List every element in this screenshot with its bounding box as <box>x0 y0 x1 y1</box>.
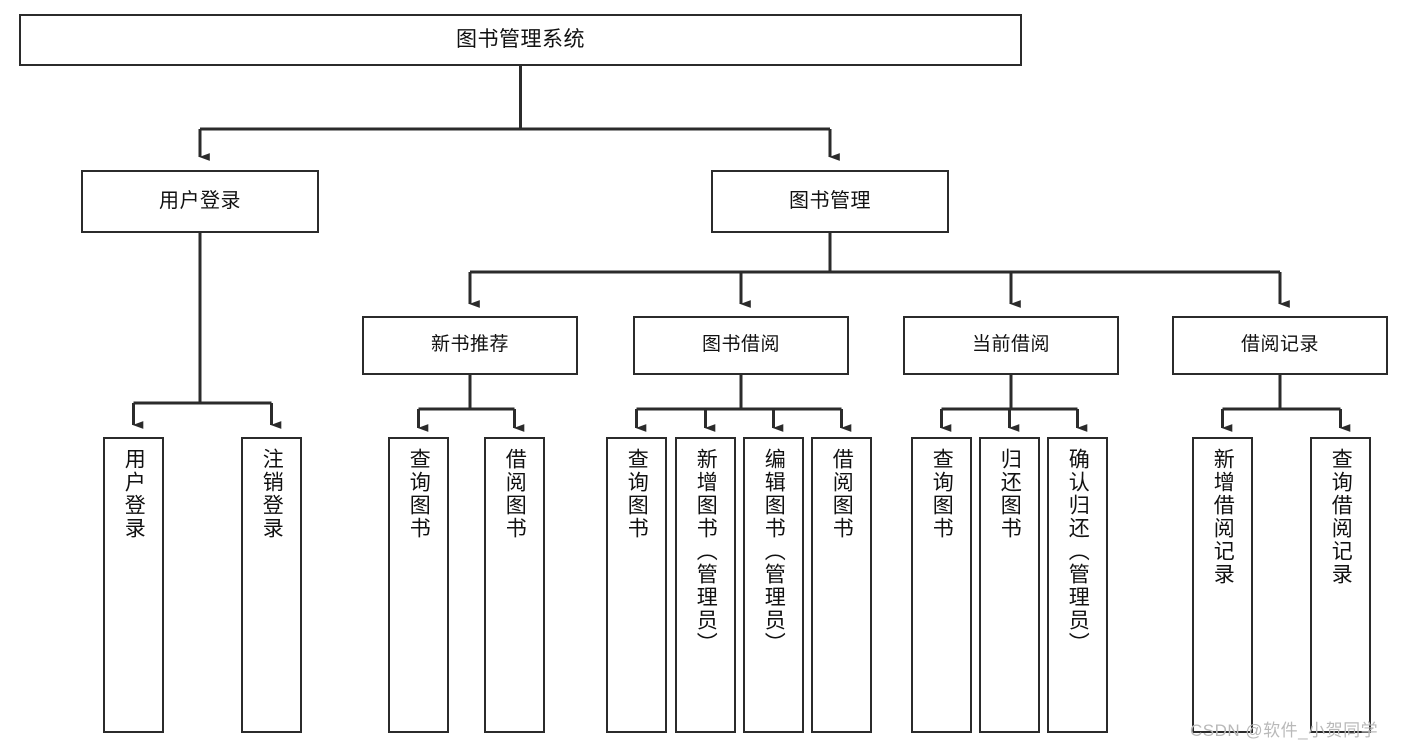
node-leaf-label: 查询图书 <box>930 448 954 540</box>
node-leaf-label: 借阅图书 <box>503 448 527 540</box>
node-leaf-nb-query-book[interactable]: 查询图书 <box>388 437 449 733</box>
node-leaf-bb-query-book[interactable]: 查询图书 <box>606 437 667 733</box>
node-book-borrow[interactable]: 图书借阅 <box>633 316 849 375</box>
node-user-login-label: 用户登录 <box>159 189 241 212</box>
node-sub-label: 新书推荐 <box>430 334 509 356</box>
node-leaf-cb-query-book[interactable]: 查询图书 <box>911 437 972 733</box>
node-leaf-label: 查询图书 <box>625 448 649 540</box>
node-leaf-cb-confirm-return[interactable]: 确认归还（管理员） <box>1047 437 1108 733</box>
node-leaf-label: 确认归还（管理员） <box>1066 448 1090 655</box>
node-sub-label: 图书借阅 <box>701 334 780 356</box>
node-leaf-nb-borrow-book[interactable]: 借阅图书 <box>484 437 545 733</box>
node-leaf-label: 查询图书 <box>407 448 431 540</box>
csdn-watermark: CSDN @软件_小贺同学 <box>1190 721 1379 740</box>
node-leaf-label: 归还图书 <box>998 448 1022 540</box>
node-leaf-br-query-record[interactable]: 查询借阅记录 <box>1310 437 1371 733</box>
node-root-label: 图书管理系统 <box>456 27 585 51</box>
node-sub-label: 当前借阅 <box>971 334 1050 356</box>
node-sub-label: 借阅记录 <box>1240 334 1319 356</box>
node-leaf-label: 编辑图书（管理员） <box>762 448 786 655</box>
node-leaf-bb-edit-book[interactable]: 编辑图书（管理员） <box>743 437 804 733</box>
node-borrow-records[interactable]: 借阅记录 <box>1172 316 1388 375</box>
node-leaf-label: 用户登录 <box>122 448 146 540</box>
node-book-management-label: 图书管理 <box>789 189 871 212</box>
node-book-management[interactable]: 图书管理 <box>711 170 949 233</box>
node-root-system[interactable]: 图书管理系统 <box>19 14 1022 66</box>
node-leaf-cb-return-book[interactable]: 归还图书 <box>979 437 1040 733</box>
node-leaf-user-login-do[interactable]: 用户登录 <box>103 437 164 733</box>
node-user-login[interactable]: 用户登录 <box>81 170 319 233</box>
node-leaf-label: 新增图书（管理员） <box>694 448 718 655</box>
node-leaf-bb-borrow-book[interactable]: 借阅图书 <box>811 437 872 733</box>
node-leaf-label: 查询借阅记录 <box>1329 448 1353 586</box>
node-leaf-label: 新增借阅记录 <box>1211 448 1235 586</box>
node-leaf-bb-add-book[interactable]: 新增图书（管理员） <box>675 437 736 733</box>
node-current-borrow[interactable]: 当前借阅 <box>903 316 1119 375</box>
node-new-book-recommend[interactable]: 新书推荐 <box>362 316 578 375</box>
node-leaf-label: 注销登录 <box>260 448 284 540</box>
node-leaf-br-add-record[interactable]: 新增借阅记录 <box>1192 437 1253 733</box>
node-leaf-user-logout[interactable]: 注销登录 <box>241 437 302 733</box>
node-leaf-label: 借阅图书 <box>830 448 854 540</box>
